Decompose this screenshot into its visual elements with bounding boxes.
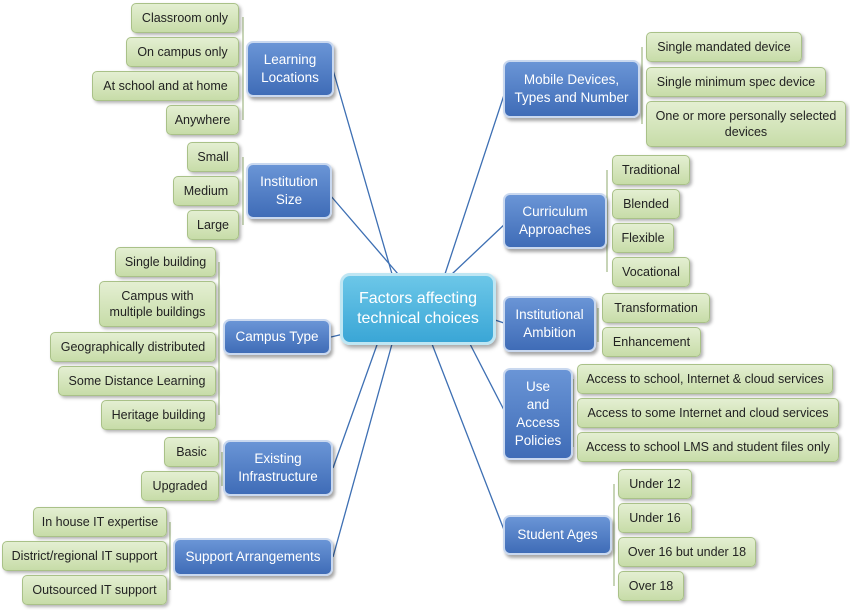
- category-curriculum-approaches: Curriculum Approaches: [503, 193, 607, 249]
- leaf-transformation: Transformation: [602, 293, 710, 323]
- connector-line: [494, 319, 505, 324]
- leaf-vocational: Vocational: [612, 257, 690, 287]
- leaf-outsourced-it-support: Outsourced IT support: [22, 575, 167, 605]
- leaf-upgraded: Upgraded: [141, 471, 219, 501]
- category-use-access-policies: Use and Access Policies: [503, 368, 573, 460]
- connector-line: [332, 343, 393, 558]
- leaf-anywhere: Anywhere: [166, 105, 239, 135]
- category-student-ages: Student Ages: [503, 515, 612, 555]
- leaf-basic: Basic: [164, 437, 219, 467]
- connector-line: [469, 343, 506, 413]
- leaf-single-minimum-spec-device: Single minimum spec device: [646, 67, 826, 97]
- category-campus-type: Campus Type: [223, 319, 331, 355]
- connector-line: [431, 343, 507, 536]
- connector-line: [451, 221, 508, 275]
- leaf-classroom-only: Classroom only: [131, 3, 239, 33]
- connector-line: [332, 341, 379, 469]
- category-institution-size: Institution Size: [246, 163, 332, 219]
- leaf-flexible: Flexible: [612, 223, 674, 253]
- leaf-some-distance-learning: Some Distance Learning: [58, 366, 216, 396]
- leaf-single-building: Single building: [115, 247, 216, 277]
- leaf-access-some-internet-cloud: Access to some Internet and cloud servic…: [577, 398, 839, 428]
- connector-line: [329, 194, 399, 275]
- category-mobile-devices: Mobile Devices, Types and Number: [503, 60, 640, 118]
- connector-line: [444, 91, 506, 275]
- leaf-medium: Medium: [173, 176, 239, 206]
- leaf-large: Large: [187, 210, 239, 240]
- category-support-arrangements: Support Arrangements: [173, 538, 333, 576]
- leaf-under-12: Under 12: [618, 469, 692, 499]
- leaf-over-16-under-18: Over 16 but under 18: [618, 537, 756, 567]
- leaf-under-16: Under 16: [618, 503, 692, 533]
- leaf-geographically-distributed: Geographically distributed: [50, 332, 216, 362]
- leaf-blended: Blended: [612, 189, 680, 219]
- leaf-district-regional-it-support: District/regional IT support: [2, 541, 167, 571]
- leaf-in-house-it-expertise: In house IT expertise: [33, 507, 167, 537]
- leaf-campus-multiple-buildings: Campus with multiple buildings: [99, 281, 216, 327]
- leaf-over-18: Over 18: [618, 571, 684, 601]
- leaf-at-school-and-at-home: At school and at home: [92, 71, 239, 101]
- leaf-access-school-internet-cloud: Access to school, Internet & cloud servi…: [577, 364, 833, 394]
- leaf-personally-selected-devices: One or more personally selected devices: [646, 101, 846, 147]
- category-learning-locations: Learning Locations: [246, 41, 334, 97]
- leaf-heritage-building: Heritage building: [101, 400, 216, 430]
- category-existing-infrastructure: Existing Infrastructure: [223, 440, 333, 496]
- leaf-traditional: Traditional: [612, 155, 690, 185]
- category-institutional-ambition: Institutional Ambition: [503, 296, 596, 352]
- leaf-on-campus-only: On campus only: [126, 37, 239, 67]
- connector-line: [332, 69, 393, 275]
- leaf-small: Small: [187, 142, 239, 172]
- leaf-single-mandated-device: Single mandated device: [646, 32, 802, 62]
- central-topic: Factors affecting technical choices: [340, 273, 496, 345]
- leaf-access-school-lms-files: Access to school LMS and student files o…: [577, 432, 839, 462]
- leaf-enhancement: Enhancement: [602, 327, 701, 357]
